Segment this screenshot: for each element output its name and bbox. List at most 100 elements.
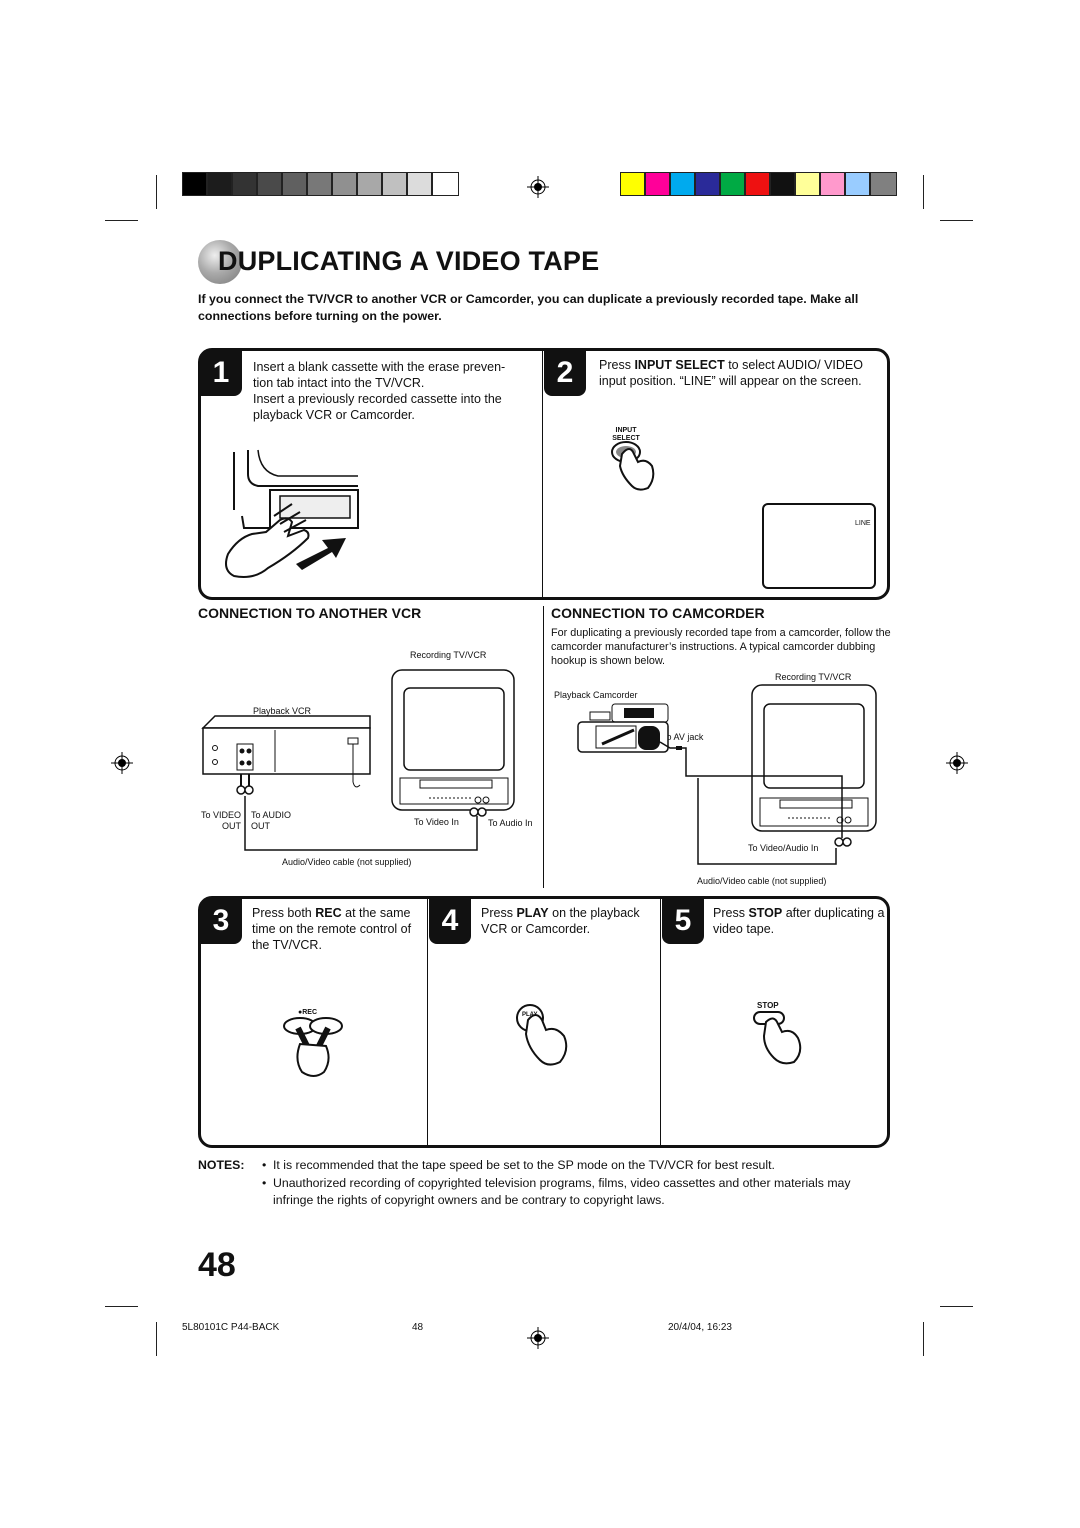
step-3-text: Press both REC at the same time on the r… [252,905,424,953]
step-2-pre: Press [599,358,635,372]
color-swatch [845,172,870,196]
gray-swatch [232,172,257,196]
crop-mark [105,1306,138,1307]
vcr-cable-label: Audio/Video cable (not supplied) [282,857,412,867]
input-select-button-press-icon [611,441,655,491]
line-screen-text: LINE [855,520,871,527]
play-label: PLAY [516,906,549,920]
select-label: SELECT [612,435,640,442]
vcr-playback-label: Playback VCR [253,706,312,716]
camcorder-description: For duplicating a previously recorded ta… [551,627,891,667]
registration-mark-icon [527,176,549,198]
registration-mark-icon [111,752,133,774]
title-bullet-icon [198,240,242,284]
gray-swatch [282,172,307,196]
gray-swatch [332,172,357,196]
crop-mark [156,1322,157,1356]
divider [660,898,661,1146]
to-audio-out-l1: To AUDIO [251,810,292,820]
input-select-button-label: INPUT SELECT [611,427,641,443]
to-video-out-label: To VIDEO OUT [195,810,241,832]
color-swatch [695,172,720,196]
vcr-connection-diagram [201,669,515,851]
camcorder-connection-diagram [577,684,877,865]
to-audio-in-label: To Audio In [488,818,533,828]
step-5-post: after duplicating a video tape. [713,906,885,936]
step-3-number: 3 [200,898,242,944]
rec-button-label: ●REC [298,1009,318,1016]
crop-mark [940,220,973,221]
connection-vcr-heading: CONNECTION TO ANOTHER VCR [198,605,422,621]
crop-mark [156,175,157,209]
cam-cable-label: Audio/Video cable (not supplied) [697,876,827,886]
crop-mark [923,175,924,209]
gray-swatch [257,172,282,196]
gray-swatch [407,172,432,196]
color-swatch [670,172,695,196]
step-5-pre: Press [713,906,749,920]
page-title: DUPLICATING A VIDEO TAPE [218,246,600,276]
crop-mark [923,1322,924,1356]
step-5-number: 5 [662,898,704,944]
color-swatch [745,172,770,196]
color-swatch [620,172,645,196]
connection-camcorder-heading: CONNECTION TO CAMCORDER [551,605,765,621]
registration-mark-icon [527,1327,549,1349]
play-button-press-icon [516,1004,568,1066]
color-swatch [720,172,745,196]
gray-swatch [382,172,407,196]
to-audio-out-label: To AUDIO OUT [251,810,291,832]
step-3-post: at the same time on the remote control o… [252,906,412,952]
step-2-number: 2 [544,350,586,396]
input-select-label: INPUT SELECT [634,358,725,372]
registration-mark-icon [946,752,968,774]
note-2: Unauthorized recording of copyrighted te… [273,1176,851,1207]
gray-swatch [307,172,332,196]
footer-page: 48 [412,1322,424,1333]
play-button-label: PLAY [522,1012,538,1018]
step-2-text: Press INPUT SELECT to select AUDIO/ VIDE… [599,357,871,389]
rec-label: REC [315,906,342,920]
gray-swatch [432,172,459,196]
cam-playback-label: Playback Camcorder [554,690,638,700]
gray-swatch [207,172,232,196]
color-swatch [770,172,795,196]
to-video-in-label: To Video In [414,817,459,827]
step-3-pre: Press both [252,906,316,920]
insert-cassette-illustration [225,449,359,578]
divider [427,898,428,1146]
crop-mark [940,1306,973,1307]
stop-button-label: STOP [757,1001,779,1010]
crop-mark [105,220,138,221]
steps-1-2-box [198,348,890,600]
intro-text: If you connect the TV/VCR to another VCR… [198,292,859,323]
step-1-number: 1 [200,350,242,396]
stop-button-press-icon [753,1011,802,1065]
steps-3-5-box [198,896,890,1148]
step-4-number: 4 [429,898,471,944]
notes-label: NOTES: [198,1158,245,1172]
step-4-post: on the playback VCR or Camcorder. [481,906,640,936]
step-2-post: to select AUDIO/ VIDEO input position. “… [599,358,863,388]
to-video-out-l1: To VIDEO [200,810,241,820]
note-1: It is recommended that the tape speed be… [273,1158,775,1172]
gray-swatch [182,172,207,196]
step-4-pre: Press [481,906,517,920]
note-bullet: • [262,1158,267,1172]
cam-recording-label: Recording TV/VCR [775,672,852,682]
gray-swatch [357,172,382,196]
tv-screen-line-display [762,503,876,589]
color-swatch [870,172,897,196]
vcr-recording-label: Recording TV/VCR [410,650,487,660]
page-number: 48 [198,1246,236,1284]
footer-file: 5L80101C P44-BACK [182,1322,280,1333]
to-video-audio-in-label: To Video/Audio In [748,843,819,853]
step-4-text: Press PLAY on the playback VCR or Camcor… [481,905,656,937]
step-1-text-b: Insert a previously recorded cassette in… [253,392,502,422]
note-bullet: • [262,1176,267,1190]
color-swatch [820,172,845,196]
to-video-out-l2: OUT [222,821,241,831]
rec-button-press-icon [283,1017,343,1077]
to-audio-out-l2: OUT [251,821,270,831]
divider [542,350,543,598]
